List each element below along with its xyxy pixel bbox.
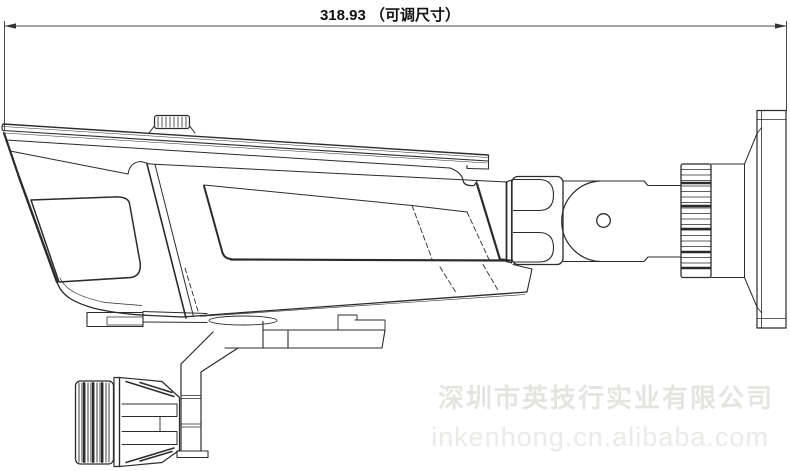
sun-shield: [1, 114, 490, 187]
body-front-bottom-curve: [56, 281, 183, 318]
gland-threads-thick: [83, 382, 103, 463]
clamp-boss-upper: [513, 178, 555, 212]
rail-recess: [208, 315, 278, 326]
side-panel-left: [203, 185, 232, 260]
body-rear-edge: [475, 182, 508, 262]
gland-slot-lower: [121, 431, 178, 445]
ring-outline: [680, 163, 712, 279]
gland-collar: [113, 376, 121, 468]
body-front-bottom-inner: [59, 277, 143, 306]
body-bottom-edge: [181, 291, 528, 318]
base-plate: [756, 109, 787, 329]
clamp-boss-lower: [513, 231, 555, 263]
thumbscrew-body: [153, 114, 191, 130]
bezel-joint-outer: [146, 163, 187, 319]
knurled-lock-ring: [680, 163, 712, 279]
dimension-arrow-right: [775, 23, 787, 29]
mounting-bracket: [86, 311, 386, 459]
strap-bend-outer: [180, 331, 214, 365]
watermark-company: 深圳市英技行实业有限公司: [438, 383, 774, 413]
gland-thread-cap: [74, 380, 115, 465]
shield-front-tip: [1, 123, 4, 132]
skirt-seam-dashed-2: [439, 266, 457, 293]
shield-rear-cap: [466, 154, 490, 170]
dimension-arrow-left: [4, 23, 16, 29]
base-plate-inner: [757, 110, 786, 328]
gland-finger-hatch-bottom: [125, 447, 175, 464]
rail-strip: [142, 311, 208, 323]
shield-top-edge: [2, 123, 489, 156]
clamp-block: [511, 175, 564, 266]
skirt-seam-dashed-3: [482, 264, 500, 293]
rear-hinge-clamp: [511, 175, 564, 266]
dimension-label: 318.93 （可调尺寸）: [320, 6, 460, 24]
shield-top-shadow: [2, 126, 489, 158]
strap-bend-ticks: [180, 395, 202, 428]
shield-mid-line: [2, 129, 489, 162]
cable-gland: [74, 376, 181, 468]
gland-clamp-outline: [118, 376, 181, 468]
body-top-edge-rear: [149, 163, 507, 183]
rail-front-inner: [106, 316, 144, 326]
camera-body: [9, 150, 533, 319]
gland-slot-upper: [121, 403, 178, 417]
body-front-edge: [17, 175, 59, 284]
dimension-annotation: 318.93 （可调尺寸）: [4, 6, 787, 131]
arm-top-edge: [563, 180, 681, 187]
panel-seam-dashed-1: [411, 205, 433, 260]
rail-front-box: [86, 311, 144, 328]
bezel-joint-inner: [154, 164, 194, 317]
body-top-edge: [9, 150, 129, 175]
thumbscrew: [148, 114, 196, 134]
pivot-arm: [561, 180, 681, 263]
thumbscrew-flange: [148, 126, 196, 134]
pivot-hole: [596, 213, 611, 228]
watermark-site: inkenhong.cn.alibaba.com: [431, 422, 769, 452]
body-bottom-edge-shadow: [199, 294, 526, 317]
foot-plate: [224, 320, 386, 349]
pivot-knuckle-arc: [561, 180, 601, 263]
ring-knurl-thick: [681, 181, 711, 270]
side-panel-top: [203, 184, 468, 213]
lens-window: [30, 196, 142, 283]
side-panel-bottom: [229, 258, 512, 262]
foot-step-right: [337, 314, 386, 331]
shield-mid-shadow: [3, 132, 488, 164]
mount-cone: [744, 133, 758, 308]
body-shield-hump: [127, 161, 151, 175]
strap-bottom-cap: [176, 450, 209, 459]
shield-front-lip: [2, 131, 21, 179]
shield-rear-tab: [449, 167, 478, 187]
panel-seam-dashed-2: [466, 211, 490, 260]
arm-bottom-edge: [563, 256, 681, 263]
mount-neck: [711, 163, 745, 278]
skirt-seam-dashed-1: [184, 267, 199, 312]
strap-vertical: [180, 363, 202, 452]
gland-finger-hatch-top: [125, 380, 175, 398]
strap-bend-inner: [200, 347, 239, 373]
wall-mount-base: [711, 109, 787, 329]
thumbscrew-knurling: [157, 116, 187, 128]
shield-lower-line: [5, 139, 451, 169]
ring-knurl-thin: [681, 169, 711, 269]
body-rear-skirt: [512, 263, 533, 293]
